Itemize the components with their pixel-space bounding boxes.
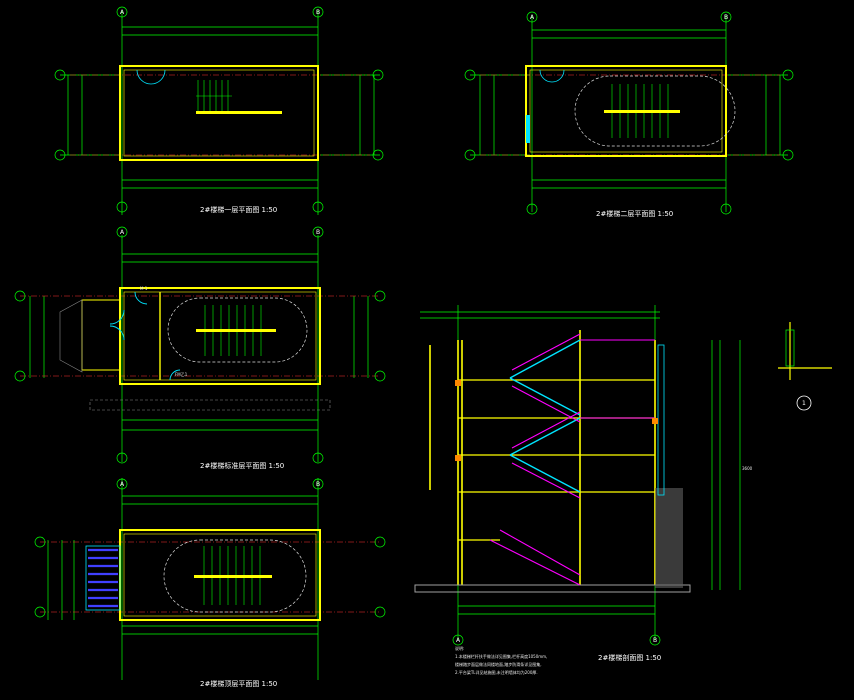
axis-bubble-labels: A B A B A B A B A B — [120, 9, 728, 644]
door-label-m1: M-1 — [140, 286, 148, 291]
axis-label-a2: A — [530, 14, 535, 21]
axis-bubbles — [14, 6, 794, 646]
general-notes: 说明: 1.本楼梯栏杆扶手做法详见图集,栏杆高度1050mm, 楼梯踏步面层做法… — [455, 645, 547, 675]
axis-label-b2: B — [724, 14, 728, 21]
axis-label-a1: A — [120, 9, 125, 16]
plan-second-floor: 2#楼梯二层平面图 1:50 — [470, 15, 788, 218]
notes-line-3: 2.平台梁TL详见结施图,未注明墙体均为200厚. — [455, 669, 538, 675]
caption-plan4: 2#楼梯顶层平面图 1:50 — [200, 679, 277, 688]
axis-label-a4: A — [120, 481, 125, 488]
plan-top-floor: 2#楼梯顶层平面图 1:50 — [40, 478, 380, 688]
axis-label-a5: A — [456, 637, 461, 644]
plan-typical-floor: 2#楼梯标准层平面图 1:50 M-1 FM乙1 — [20, 235, 380, 470]
axis-label-b1: B — [316, 9, 320, 16]
caption-plan2: 2#楼梯二层平面图 1:50 — [596, 209, 673, 218]
notes-title: 说明: — [455, 645, 464, 651]
axis-label-b4: B — [316, 481, 320, 488]
detail-callout: 1 — [778, 322, 832, 411]
section-height-label: 3600 — [742, 466, 753, 471]
axis-label-b3: B — [316, 229, 320, 236]
stair-section: 2#楼梯剖面图 1:50 3600 — [414, 305, 753, 662]
caption-section: 2#楼梯剖面图 1:50 — [598, 653, 661, 662]
caption-plan3: 2#楼梯标准层平面图 1:50 — [200, 461, 284, 470]
caption-plan1: 2#楼梯一层平面图 1:50 — [200, 205, 277, 214]
detail-tag-number: 1 — [802, 400, 806, 407]
notes-line-1: 1.本楼梯栏杆扶手做法详见图集,栏杆高度1050mm, — [455, 653, 547, 659]
axis-label-b5: B — [653, 637, 657, 644]
door-label-fm: FM乙1 — [175, 371, 188, 377]
plan-first-floor: 2#楼梯一层平面图 1:50 — [60, 10, 380, 215]
axis-label-a3: A — [120, 229, 125, 236]
notes-line-2: 楼梯踏步面层做法同楼地面,踏步防滑条详见图集, — [455, 661, 542, 667]
